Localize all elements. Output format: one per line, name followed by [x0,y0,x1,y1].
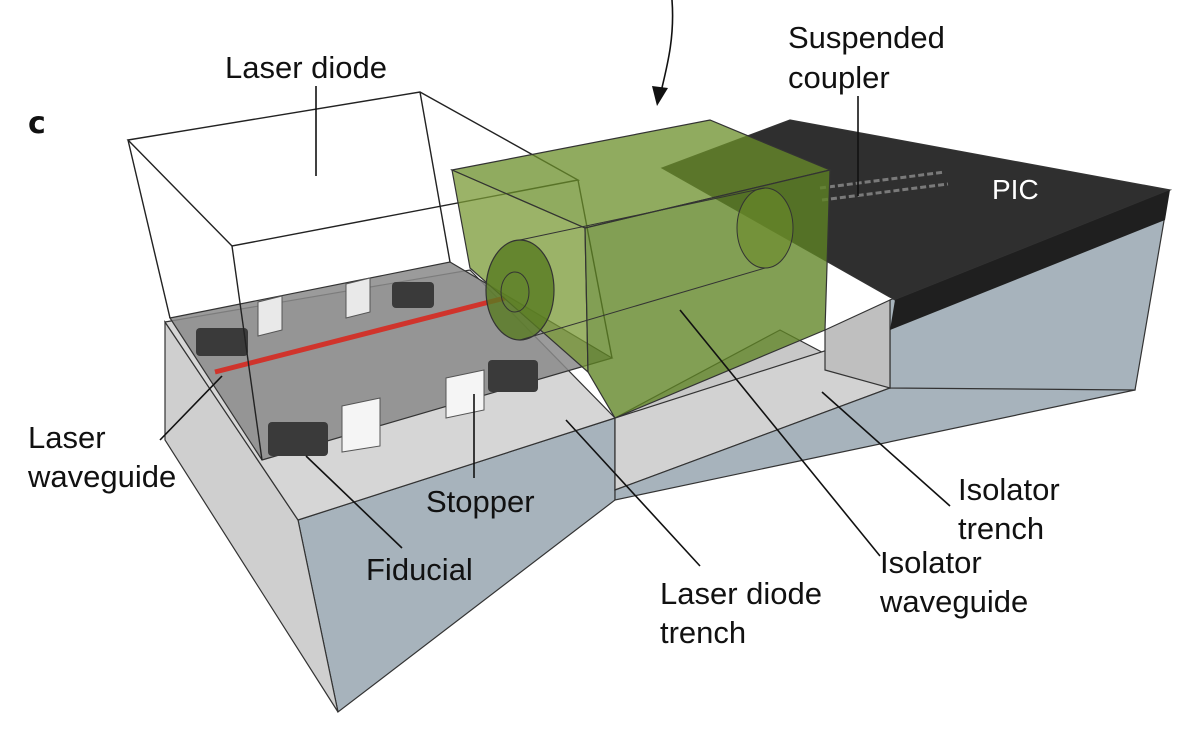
stopper [341,397,381,453]
label-stopper: Stopper [426,484,535,519]
fiducial [268,422,328,456]
leader-isolator-trench [821,391,951,507]
label-laser-waveguide-2: waveguide [27,459,176,494]
label-isolator-trench-1: Isolator [958,472,1060,507]
label-laser-diode: Laser diode [225,50,387,85]
pic-label: PIC [992,174,1039,205]
fiducial [392,282,434,308]
arrow-head [652,86,668,106]
panel-label: c [28,106,46,141]
isolator-core [500,271,530,313]
leader-laser-diode-trench [565,419,701,567]
fiducial-group [196,282,538,456]
arrow [652,0,674,106]
label-isolator-waveguide-2: waveguide [879,584,1028,619]
leader-laser-waveguide [159,375,223,441]
leader-fiducial [305,455,403,549]
label-fiducial: Fiducial [366,552,473,587]
isolator [449,119,832,419]
coupler-slot-2 [821,182,949,202]
label-isolator-waveguide-1: Isolator [880,545,982,580]
label-laser-waveguide-1: Laser [28,420,106,455]
leader-lines [159,86,951,567]
stopper [345,277,371,319]
arrow-shaft [659,0,674,97]
label-suspended-coupler-2: coupler [788,60,890,95]
labels: c Laser diode Suspended coupler Laser wa… [27,20,1060,650]
stopper [257,295,283,337]
pic-front-edge [890,190,1170,330]
leader-isolator-waveguide [679,309,881,557]
isolator-waveguide-entry [485,239,555,341]
label-isolator-trench-2: trench [958,511,1044,546]
label-laser-diode-trench-1: Laser diode [660,576,822,611]
label-suspended-coupler-1: Suspended [788,20,945,55]
pic-step-face [824,299,891,389]
isolator-waveguide-edge-top [519,187,766,241]
fiducial [196,328,248,356]
fiducial [488,360,538,392]
label-laser-diode-trench-2: trench [660,615,746,650]
laser-waveguide [214,295,506,375]
stopper [445,369,485,419]
isolator-waveguide-end [736,187,794,269]
coupler-slot-1 [819,170,946,190]
isolator-waveguide-edge-bottom [519,267,766,341]
